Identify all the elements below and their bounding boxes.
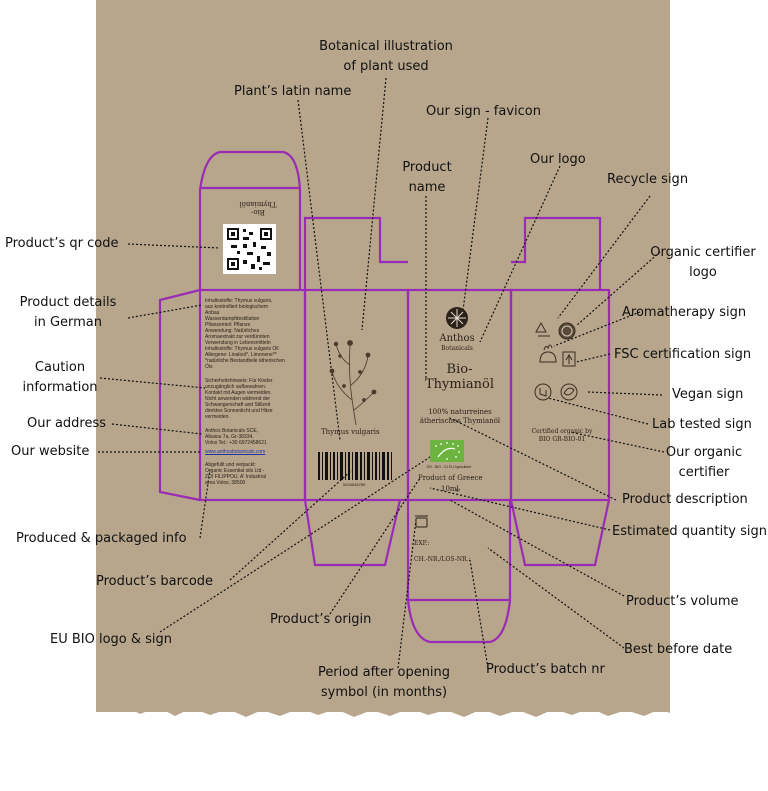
period-after-opening-icon (415, 515, 428, 528)
organic-certifier-logo-icon (558, 322, 576, 340)
top-flap-product-name: Bio-Thymianöl (239, 200, 277, 216)
lab-tested-icon (534, 383, 552, 401)
barcode-number: 5204536789 (343, 482, 366, 487)
fsc-icon (562, 351, 576, 367)
kraft-paper-background (96, 0, 670, 712)
label-address: Our address (27, 416, 107, 431)
product-details-german: Inhaltsstoffe: Thymus vulgaris,aus kontr… (205, 298, 285, 370)
product-volume: 10ml (441, 485, 459, 493)
barcode (318, 452, 392, 480)
label-logo: Our logo (530, 152, 586, 167)
label-batch-number: Product’s batch nr (486, 662, 605, 677)
label-latin-name: Plant’s latin name (234, 84, 352, 99)
label-favicon: Our sign - favicon (426, 104, 541, 119)
product-title: Bio-Thymianöl (425, 362, 494, 392)
label-fsc: FSC certification sign (614, 347, 752, 362)
label-lab-tested: Lab tested sign (652, 417, 752, 432)
label-produced-packaged: Produced & packaged info (16, 531, 187, 546)
leader-lines (98, 77, 665, 669)
product-origin: Product of Greece (418, 474, 483, 482)
label-recycle: Recycle sign (607, 172, 689, 187)
estimated-quantity-icon: ℮ (456, 486, 460, 494)
produced-packaged-text: Abgefüllt und verpackt:Organic Essential… (205, 462, 266, 486)
label-product-volume: Product’s volume (626, 594, 739, 609)
label-product-description: Product description (622, 492, 748, 507)
recycle-icon (535, 321, 550, 337)
vegan-icon (560, 383, 578, 401)
label-vegan: Vegan sign (672, 387, 744, 402)
website-link[interactable]: www.anthosbotanicals.com (205, 449, 266, 455)
batch-number-field: CH.-NR./LOS-NR.: (414, 556, 471, 563)
label-origin: Product’s origin (270, 612, 372, 627)
aromatherapy-icon (539, 344, 557, 363)
label-aromatherapy: Aromatherapy sign (622, 305, 747, 320)
brand-subtitle: Botanicals (441, 345, 473, 352)
anthos-logo-emblem (446, 307, 468, 329)
label-website: Our website (11, 444, 90, 459)
expiry-date-field: EXP.: (414, 540, 430, 547)
eu-bio-caption: GR - BIO - 01 EU Agriculture (426, 465, 472, 469)
label-eu-bio: EU BIO logo & sign (50, 632, 173, 647)
address-text: Anthos Botanicals SCE,Alkaiou 7a, Gr-383… (205, 428, 267, 446)
label-qr-code: Product’s qr code (5, 236, 119, 251)
label-barcode: Product’s barcode (96, 574, 214, 589)
box-dieline (158, 150, 611, 644)
eu-organic-leaf-icon (430, 440, 464, 462)
qr-code (223, 224, 276, 274)
label-estimated-quantity: Estimated quantity sign (612, 524, 768, 539)
label-best-before: Best before date (624, 642, 733, 657)
brand-name: Anthos (439, 333, 475, 344)
thyme-illustration (329, 340, 377, 426)
torn-paper-edge (96, 700, 670, 717)
latin-name: Thymus vulgaris (321, 428, 380, 436)
